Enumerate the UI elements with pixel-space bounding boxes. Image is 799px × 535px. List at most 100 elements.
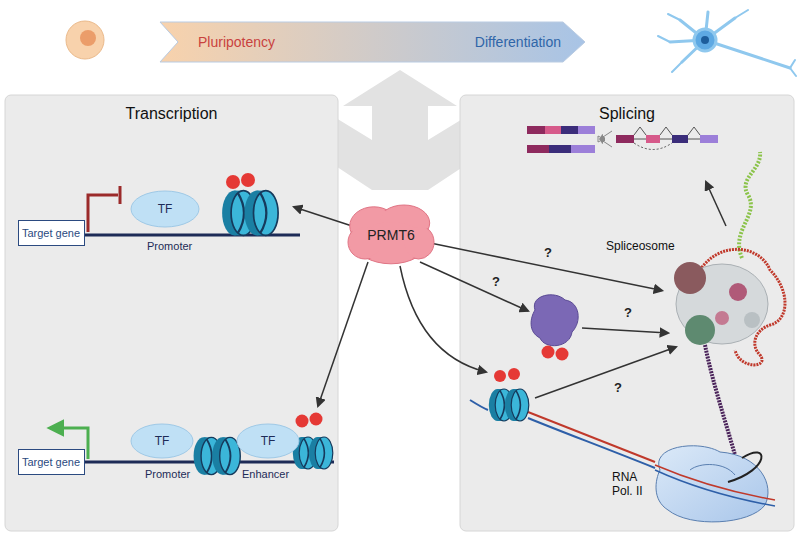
illustration-part	[715, 311, 729, 325]
stage-label: Pluripotency	[198, 34, 275, 50]
illustration-part	[582, 328, 668, 333]
illustration-part	[542, 346, 555, 359]
gene-label: Target gene	[22, 227, 80, 239]
illustration-part	[688, 139, 700, 140]
protein-name: PRMT6	[367, 227, 414, 243]
complex-label: Spliceosome	[606, 239, 675, 253]
activated-locus	[50, 413, 334, 475]
illustration-part	[658, 10, 796, 76]
blob-node: PRMT6	[348, 205, 434, 265]
tf-label: TF	[155, 434, 170, 448]
stage-label: Differentiation	[475, 34, 561, 50]
gene-node: Target gene	[18, 220, 85, 246]
splicing-panel-ground	[460, 95, 794, 531]
illustration-part	[241, 173, 255, 187]
illustration-part	[494, 370, 506, 382]
illustration-part	[685, 315, 715, 345]
repressed-locus	[82, 173, 300, 235]
illustration-part	[634, 127, 700, 135]
illustration-part	[646, 135, 660, 143]
illustration-part	[660, 139, 672, 140]
illustration-part	[571, 145, 595, 153]
illustration-part	[318, 262, 368, 406]
illustration-part	[728, 452, 762, 482]
illustration-part	[549, 145, 571, 153]
gene-label: Target gene	[22, 456, 80, 468]
green-rna	[739, 152, 760, 258]
illustration-part	[194, 437, 241, 474]
illustration-part	[634, 143, 672, 150]
nascent-rna	[705, 345, 735, 455]
illustration-part	[535, 347, 676, 398]
illustration-part	[706, 182, 726, 226]
illustration-part	[489, 389, 529, 421]
tf-label: TF	[261, 434, 276, 448]
spl-node: Spliceosome	[662, 252, 774, 352]
tf-node: TF	[130, 423, 194, 459]
illustration-part	[296, 415, 309, 428]
illustration-part	[634, 139, 646, 140]
illustration-part	[655, 470, 775, 506]
methylated-protein	[531, 295, 578, 361]
illustration-part	[420, 262, 528, 311]
illustration-part	[616, 135, 634, 143]
chromatin-polymerase	[470, 368, 775, 522]
illustration-part	[310, 413, 323, 426]
shape-part	[160, 22, 585, 62]
question-mark: ?	[542, 246, 554, 261]
stem-cell-icon	[66, 21, 104, 59]
gene-node: Target gene	[18, 449, 85, 475]
region-label: Enhancer	[240, 468, 291, 481]
shape-part	[131, 191, 199, 227]
tf-node: TF	[130, 190, 200, 228]
illustration-part	[80, 30, 96, 46]
pol-node: RNA Pol. II	[612, 455, 772, 525]
illustration-part	[744, 312, 760, 328]
region-label: Promoter	[145, 240, 194, 253]
illustration-part	[672, 135, 688, 143]
illustration-part	[66, 21, 104, 59]
panel-title: Transcription	[126, 105, 218, 123]
illustration-part	[527, 145, 549, 153]
illustration-part	[578, 126, 595, 134]
spliceosome-complex	[674, 262, 768, 345]
illustration-part	[674, 262, 706, 294]
illustration-part	[701, 36, 709, 44]
question-mark: ?	[622, 306, 634, 321]
illustration-part	[561, 126, 578, 134]
illustration-part	[528, 418, 655, 468]
illustration-part	[694, 29, 716, 51]
transcription-panel-ground	[5, 95, 338, 531]
shape-part	[237, 424, 299, 458]
illustration-part	[556, 348, 569, 361]
illustration-part	[656, 446, 768, 522]
tf-node: TF	[236, 423, 300, 459]
question-mark: ?	[490, 275, 502, 290]
region-label: Promoter	[143, 468, 192, 481]
prmt6-arrows	[294, 182, 726, 406]
illustration-part	[88, 195, 118, 232]
illustration-part	[528, 412, 655, 462]
illustration-part	[226, 175, 240, 189]
shape-part	[131, 424, 193, 458]
illustration-part	[531, 295, 578, 346]
illustration-part	[470, 400, 488, 410]
enzyme-label: RNA Pol. II	[612, 471, 658, 499]
illustration-part	[655, 465, 775, 500]
tf-label: TF	[158, 202, 173, 216]
panel-title: Splicing	[599, 105, 655, 123]
illustration-part	[222, 191, 278, 236]
neuron-icon	[658, 10, 796, 76]
illustration-part	[294, 207, 352, 226]
panel-node: TranscriptionTarget geneTFTarget geneTFT…	[5, 95, 338, 531]
illustration-part	[600, 139, 612, 147]
splice-isoforms	[527, 126, 718, 153]
illustration-part	[527, 126, 545, 134]
illustration-part	[545, 126, 561, 134]
illustration-part	[729, 283, 747, 301]
band-node: Pluripotency Differentiation	[160, 22, 585, 62]
illustration-part	[600, 131, 612, 139]
